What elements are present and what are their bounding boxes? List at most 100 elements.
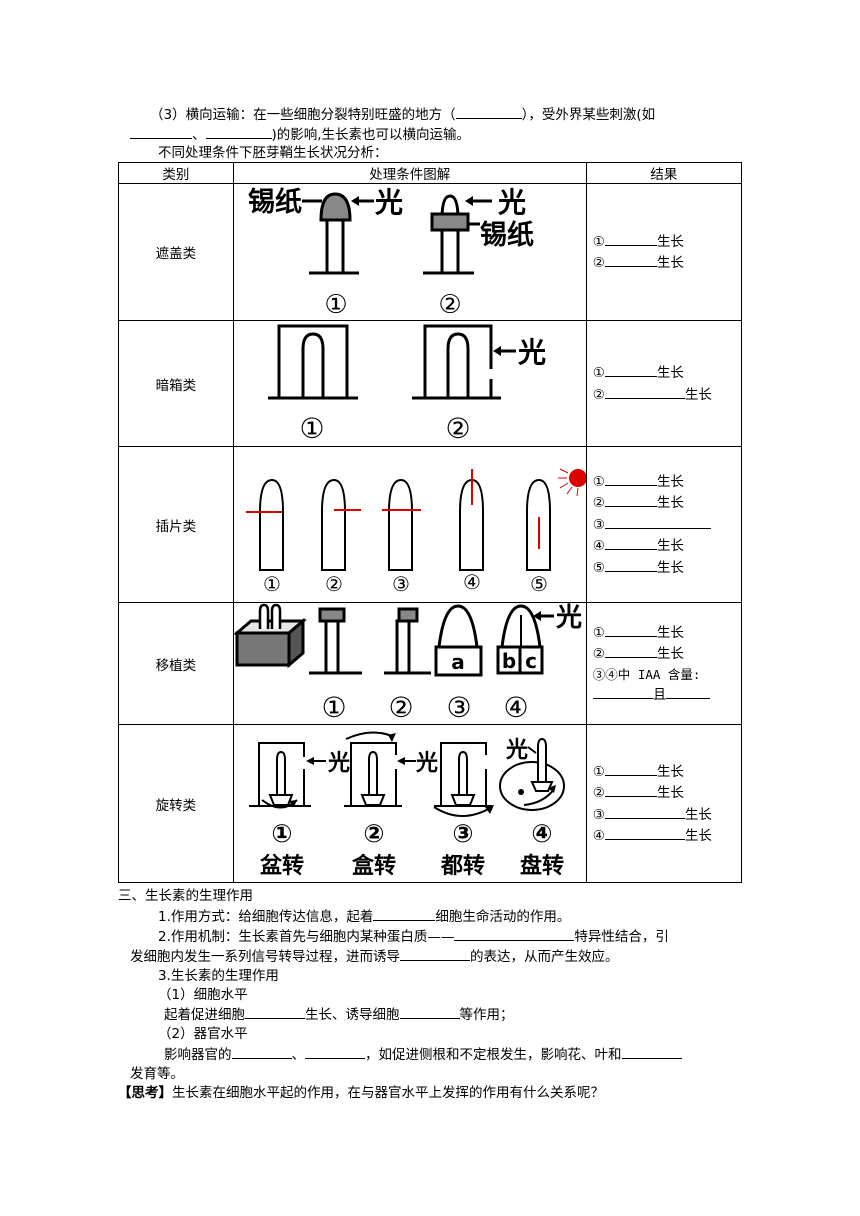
intro-text: 、 [192, 127, 206, 143]
answer-blank[interactable] [604, 492, 657, 508]
paragraph-2-cont: 发细胞内发生一系列信号转导过程，进而诱导的表达，从而产生效应。 [130, 946, 619, 967]
label-tinfoil: 锡纸 [248, 186, 302, 218]
paragraph-3: 3.生长素的生理作用 [158, 968, 279, 984]
label-light: 光 [505, 738, 528, 763]
label-light: 光 [517, 336, 546, 369]
answer-blank[interactable] [604, 782, 657, 797]
answer-blank[interactable] [245, 1004, 305, 1019]
think-text: 生长素在细胞水平起的作用，在与器官水平上发挥的作用有什么关系呢？ [172, 1085, 604, 1101]
answer-blank[interactable] [604, 557, 657, 572]
label-pot-rotate: 盆转 [260, 853, 304, 879]
label-num: ① [324, 290, 347, 320]
insert-diagram: ① ② ③ ④ ⑤ [245, 468, 586, 596]
answer-blank[interactable] [604, 384, 685, 399]
table-row: 遮盖类 锡纸 光 光 锡纸 [118, 183, 743, 321]
table-row: 插片类 [118, 446, 743, 603]
label-num: ② [388, 691, 413, 724]
cover-diagram: 锡纸 光 光 锡纸 ① ② [248, 186, 534, 320]
rotate-diagram: 光 光 光 [248, 731, 565, 879]
label-num: ② [438, 290, 461, 320]
label-light: 光 [497, 186, 526, 219]
cell-level-text: 起着促进细胞生长、诱导细胞等作用； [164, 1004, 514, 1025]
row-category: 暗箱类 [118, 320, 234, 447]
answer-blank[interactable] [604, 471, 657, 486]
label-num: ① [271, 819, 292, 848]
answer-blank[interactable] [399, 1004, 460, 1019]
label-num: ③ [452, 819, 473, 848]
answer-blank[interactable] [231, 1044, 292, 1059]
figure-transplant: a b c 光 ① ② ③ ④ [232, 602, 587, 725]
answer-blank[interactable] [400, 946, 470, 961]
table-caption: 不同处理条件下胚芽鞘生长状况分析： [158, 145, 388, 161]
label-agar-a: a [451, 650, 465, 674]
section-title: 三、生长素的生理作用 [118, 888, 253, 904]
label-agar-b: b [502, 649, 516, 673]
label-num: ① [321, 691, 346, 724]
answer-blank[interactable] [604, 252, 657, 267]
table-row: 旋转类 光 [118, 724, 743, 883]
row-category: 插片类 [118, 446, 234, 603]
label-agar-c: c [525, 649, 537, 673]
label-num: ④ [503, 691, 528, 724]
subhead-cell-level: （1）细胞水平 [158, 987, 248, 1003]
answer-blank[interactable] [205, 124, 272, 139]
row-category: 遮盖类 [118, 183, 234, 321]
label-num: ④ [463, 570, 481, 594]
figure-rotate: 光 光 光 [232, 724, 587, 883]
growth-analysis-table: 类别 处理条件图解 结果 遮盖类 锡纸 光 [118, 162, 743, 883]
intro-text: ），受外界某些刺激(如 [521, 107, 656, 123]
header-result: 结果 [585, 162, 743, 184]
row-category: 旋转类 [118, 724, 234, 883]
answer-blank[interactable] [666, 684, 711, 699]
answer-blank[interactable] [305, 1044, 365, 1059]
think-question: 【思考】生长素在细胞水平起的作用，在与器官水平上发挥的作用有什么关系呢？ [118, 1083, 604, 1103]
intro-text: )的影响,生长素也可以横向运输。 [271, 127, 471, 143]
label-light: 光 [415, 751, 438, 776]
label-num: ③ [392, 572, 410, 596]
intro-line-2: 、 )的影响,生长素也可以横向运输。 [130, 124, 470, 145]
paragraph-2: 2.作用机制：生长素首先与细胞内某种蛋白质——特异性结合，引 [158, 926, 669, 947]
organ-level-text: 影响器官的、，如促进侧根和不定根发生，影响花、叶和 [164, 1044, 682, 1065]
answer-blank[interactable] [621, 1044, 682, 1059]
organ-level-text-cont: 发育等。 [130, 1066, 184, 1082]
table-header-row: 类别 处理条件图解 结果 [118, 162, 743, 184]
answer-blank[interactable] [592, 684, 653, 699]
answer-blank[interactable] [604, 761, 657, 776]
figure-cover: 锡纸 光 光 锡纸 ① ② [232, 183, 587, 321]
answer-blank[interactable] [604, 622, 657, 637]
answer-blank[interactable] [373, 906, 436, 921]
header-category: 类别 [118, 162, 234, 184]
darkbox-diagram: 光 ① ② [267, 324, 546, 445]
answer-blank[interactable] [604, 535, 657, 551]
label-num: ① [299, 412, 324, 445]
transplant-diagram: a b c 光 ① ② ③ ④ [233, 603, 582, 724]
paragraph-1: 1.作用方式：给细胞传达信息，起着细胞生命活动的作用。 [158, 906, 570, 927]
label-num: ① [263, 572, 281, 596]
answer-blank[interactable] [454, 926, 575, 941]
label-both-rotate: 都转 [440, 853, 485, 879]
intro-line-1: （3）横向运输：在一些细胞分裂特别旺盛的地方（），受外界某些刺激(如 [150, 104, 655, 125]
label-tinfoil: 锡纸 [480, 219, 534, 251]
label-num: ② [363, 819, 384, 848]
answer-blank[interactable] [604, 825, 685, 840]
label-num: ② [325, 572, 343, 596]
row-category: 移植类 [118, 602, 234, 725]
answer-blank[interactable] [604, 804, 685, 819]
label-num: ② [445, 412, 470, 445]
answer-blank[interactable] [604, 643, 657, 658]
label-light: 光 [555, 603, 582, 633]
answer-blank[interactable] [604, 231, 657, 246]
answer-blank[interactable] [130, 124, 192, 139]
table-row: 移植类 a [118, 602, 743, 725]
label-num: ⑤ [530, 572, 548, 596]
answer-blank[interactable] [604, 362, 657, 377]
subhead-organ-level: （2）器官水平 [158, 1026, 248, 1042]
answer-blank[interactable] [604, 514, 711, 529]
answer-blank[interactable] [455, 104, 522, 119]
